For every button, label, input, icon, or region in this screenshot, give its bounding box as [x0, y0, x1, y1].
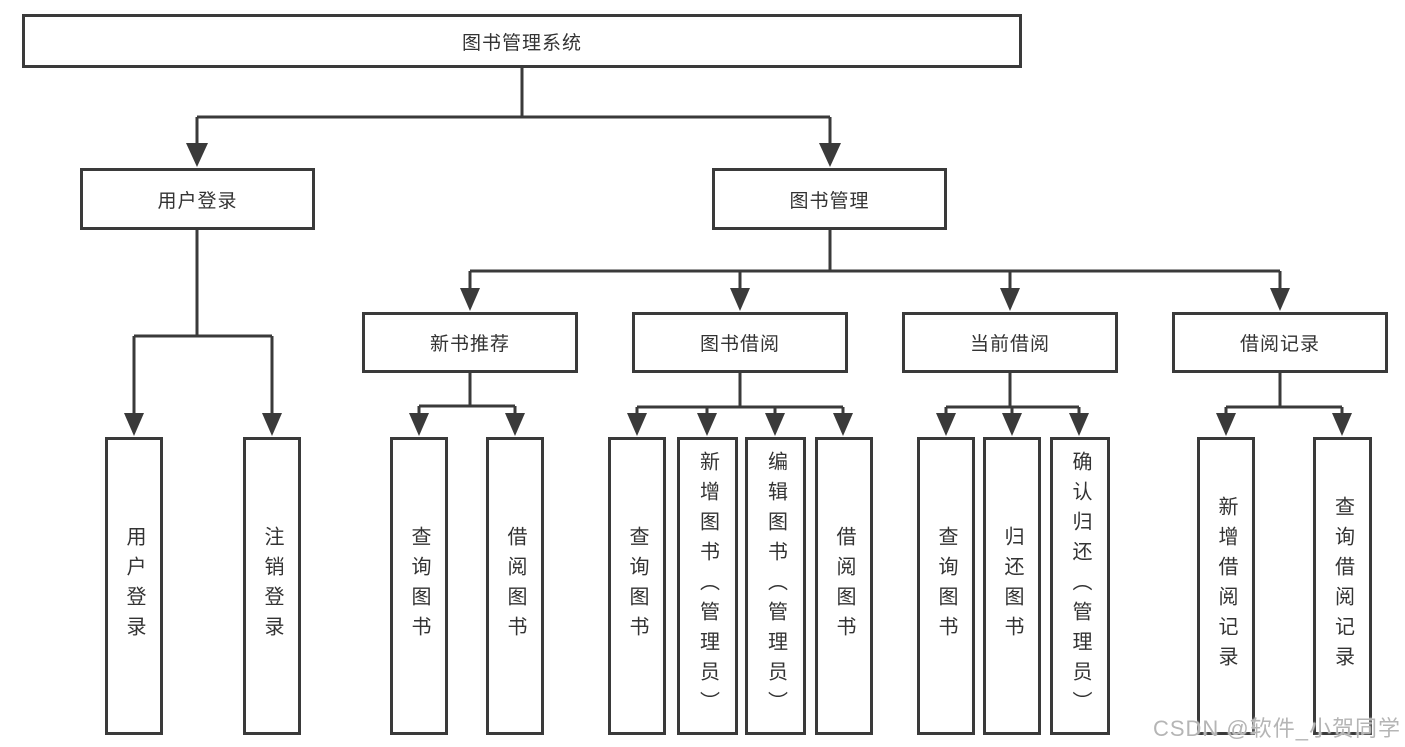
- arrowhead: [936, 413, 956, 436]
- arrowhead: [627, 413, 647, 436]
- csdn-watermark: CSDN @软件_小贺同学: [1152, 716, 1401, 741]
- leaf-query-books-current-label: 查询图书: [935, 526, 957, 646]
- arrowhead: [124, 413, 144, 436]
- leaf-user-login: 用户登录: [105, 437, 163, 735]
- arrowhead: [697, 413, 717, 436]
- leaf-edit-book-admin-label: 编辑图书（管理员）: [764, 451, 787, 721]
- leaf-logout: 注销登录: [243, 437, 301, 735]
- node-user-login: 用户登录: [80, 168, 315, 230]
- leaf-add-book-admin: 新增图书（管理员）: [677, 437, 738, 735]
- leaf-add-borrow-record: 新增借阅记录: [1197, 437, 1255, 735]
- arrowhead: [1216, 413, 1236, 436]
- node-borrow-records: 借阅记录: [1172, 312, 1388, 373]
- leaf-query-borrow-record: 查询借阅记录: [1313, 437, 1372, 735]
- arrowhead: [765, 413, 785, 436]
- node-book-management: 图书管理: [712, 168, 947, 230]
- leaf-query-books-current: 查询图书: [917, 437, 975, 735]
- leaf-confirm-return-admin: 确认归还（管理员）: [1050, 437, 1110, 735]
- leaf-query-borrow-record-label: 查询借阅记录: [1331, 496, 1354, 676]
- leaf-add-borrow-record-label: 新增借阅记录: [1215, 496, 1237, 676]
- node-user-login-label: 用户登录: [157, 190, 238, 212]
- node-new-book-recommend-label: 新书推荐: [429, 334, 510, 355]
- leaf-add-book-admin-label: 新增图书（管理员）: [696, 451, 719, 721]
- leaf-borrow-books-recommend: 借阅图书: [486, 437, 544, 735]
- node-current-borrow: 当前借阅: [902, 312, 1118, 373]
- node-book-borrow-label: 图书借阅: [699, 334, 780, 355]
- arrowhead: [833, 413, 853, 436]
- arrowhead: [1000, 288, 1020, 311]
- arrowhead: [505, 413, 525, 436]
- leaf-borrow-books: 借阅图书: [815, 437, 873, 735]
- node-borrow-records-label: 借阅记录: [1239, 334, 1320, 355]
- arrowhead: [1332, 413, 1352, 436]
- leaf-borrow-books-label: 借阅图书: [833, 526, 855, 646]
- leaf-edit-book-admin: 编辑图书（管理员）: [745, 437, 806, 735]
- arrowhead: [1002, 413, 1022, 436]
- leaf-query-books-recommend: 查询图书: [390, 437, 448, 735]
- leaf-logout-label: 注销登录: [261, 526, 283, 646]
- node-book-borrow: 图书借阅: [632, 312, 848, 373]
- leaf-user-login-label: 用户登录: [123, 526, 145, 646]
- arrowhead: [819, 143, 841, 167]
- arrowhead: [1069, 413, 1089, 436]
- node-book-management-label: 图书管理: [789, 190, 870, 212]
- node-root-label: 图书管理系统: [461, 32, 582, 54]
- arrowhead: [1270, 288, 1290, 311]
- leaf-return-books-label: 归还图书: [1001, 526, 1023, 646]
- arrowhead: [409, 413, 429, 436]
- arrowhead: [186, 143, 208, 167]
- arrowhead: [460, 288, 480, 311]
- node-root: 图书管理系统: [22, 14, 1022, 68]
- node-current-borrow-label: 当前借阅: [969, 334, 1050, 355]
- arrowhead: [730, 288, 750, 311]
- leaf-confirm-return-admin-label: 确认归还（管理员）: [1069, 451, 1091, 721]
- leaf-query-books-borrow-label: 查询图书: [626, 526, 648, 646]
- leaf-return-books: 归还图书: [983, 437, 1041, 735]
- leaf-borrow-books-recommend-label: 借阅图书: [504, 526, 526, 646]
- arrowhead: [262, 413, 282, 436]
- node-new-book-recommend: 新书推荐: [362, 312, 578, 373]
- leaf-query-books-recommend-label: 查询图书: [408, 526, 430, 646]
- leaf-query-books-borrow: 查询图书: [608, 437, 666, 735]
